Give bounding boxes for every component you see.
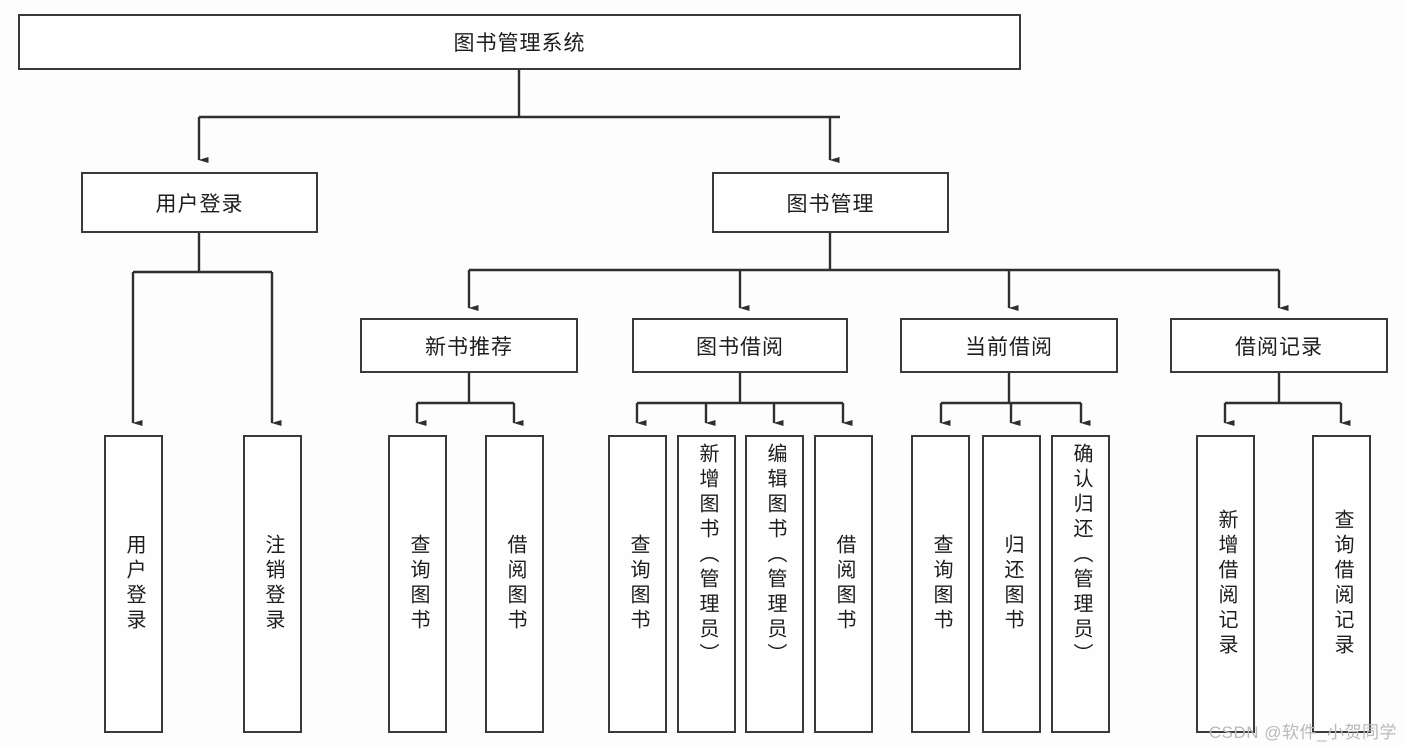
leaf-borrow-add-book[interactable]: 新增图书（管理员） (677, 435, 736, 733)
leaf-records-query-record-label: 查询借阅记录 (1331, 509, 1353, 659)
leaf-current-query-book[interactable]: 查询图书 (911, 435, 970, 733)
leaf-user-login[interactable]: 用户登录 (104, 435, 163, 733)
leaf-borrow-add-book-label: 新增图书（管理员） (696, 443, 718, 668)
node-book-borrow[interactable]: 图书借阅 (632, 318, 848, 373)
node-new-book-recommend-label: 新书推荐 (425, 335, 513, 359)
leaf-borrow-query-book[interactable]: 查询图书 (608, 435, 667, 733)
leaf-current-query-book-label: 查询图书 (930, 534, 952, 634)
node-borrow-records-label: 借阅记录 (1235, 335, 1323, 359)
leaf-borrow-query-book-label: 查询图书 (627, 534, 649, 634)
leaf-borrow-borrow-book[interactable]: 借阅图书 (814, 435, 873, 733)
node-book-management[interactable]: 图书管理 (712, 172, 949, 233)
leaf-newbook-borrow-book[interactable]: 借阅图书 (485, 435, 544, 733)
leaf-user-logout-label: 注销登录 (262, 534, 284, 634)
leaf-borrow-edit-book[interactable]: 编辑图书（管理员） (745, 435, 804, 733)
node-new-book-recommend[interactable]: 新书推荐 (360, 318, 578, 373)
leaf-records-add-record[interactable]: 新增借阅记录 (1196, 435, 1255, 733)
leaf-current-confirm-return[interactable]: 确认归还（管理员） (1051, 435, 1110, 733)
watermark: CSDN @软件_小贺同学 (1208, 723, 1397, 742)
leaf-user-login-label: 用户登录 (123, 534, 145, 634)
leaf-newbook-borrow-book-label: 借阅图书 (504, 534, 526, 634)
leaf-newbook-query-book[interactable]: 查询图书 (388, 435, 447, 733)
node-user-login[interactable]: 用户登录 (81, 172, 318, 233)
node-root[interactable]: 图书管理系统 (18, 14, 1021, 70)
leaf-current-return-book-label: 归还图书 (1001, 534, 1023, 634)
leaf-borrow-borrow-book-label: 借阅图书 (833, 534, 855, 634)
node-root-label: 图书管理系统 (453, 32, 586, 55)
node-current-borrow[interactable]: 当前借阅 (900, 318, 1118, 373)
leaf-newbook-query-book-label: 查询图书 (407, 534, 429, 634)
node-current-borrow-label: 当前借阅 (965, 335, 1053, 359)
leaf-records-add-record-label: 新增借阅记录 (1215, 509, 1237, 659)
leaf-borrow-edit-book-label: 编辑图书（管理员） (764, 443, 786, 668)
leaf-current-return-book[interactable]: 归还图书 (982, 435, 1041, 733)
leaf-records-query-record[interactable]: 查询借阅记录 (1312, 435, 1371, 733)
leaf-user-logout[interactable]: 注销登录 (243, 435, 302, 733)
node-book-management-label: 图书管理 (786, 192, 875, 216)
node-user-login-label: 用户登录 (155, 192, 244, 216)
node-borrow-records[interactable]: 借阅记录 (1170, 318, 1388, 373)
node-book-borrow-label: 图书借阅 (696, 335, 784, 359)
leaf-current-confirm-return-label: 确认归还（管理员） (1070, 443, 1092, 668)
